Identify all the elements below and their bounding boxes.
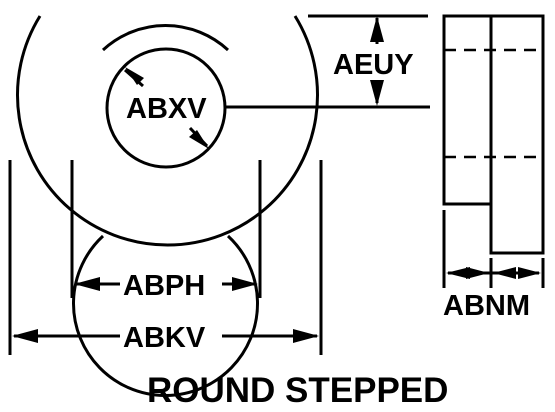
side-view — [442, 14, 545, 255]
front-view — [16, 15, 430, 398]
front-dimensions — [8, 160, 323, 355]
abkv-arrowhead-right — [293, 329, 319, 343]
side-view-large-step — [442, 14, 493, 206]
abnm-arrowhead-left — [446, 267, 470, 279]
caption: ROUND STEPPED — [147, 371, 448, 410]
label-abnm: ABNM — [443, 290, 530, 322]
label-abxv: ABXV — [126, 93, 207, 125]
label-aeuy: AEUY — [333, 49, 414, 81]
abnm-arrowhead-mid-left — [466, 267, 489, 279]
outer-circle — [16, 15, 319, 247]
middle-circle-upper — [101, 24, 230, 52]
aeuy-dimension — [308, 14, 428, 106]
middle-circle — [72, 234, 259, 398]
abnm-dimension — [442, 210, 545, 288]
abph-arrowhead-right — [232, 277, 258, 291]
abnm-arrowhead-right — [518, 267, 541, 279]
aeuy-arrowhead-lower — [370, 80, 384, 106]
label-abph: ABPH — [123, 270, 205, 302]
side-view-small-step — [489, 14, 545, 255]
abkv-arrowhead-left — [12, 329, 38, 343]
aeuy-arrowhead-upper — [370, 16, 384, 42]
label-abkv: ABKV — [123, 322, 206, 354]
abph-arrowhead-left — [74, 277, 100, 291]
abnm-arrowhead-mid-right — [493, 267, 516, 279]
abxv-arrowhead-upper — [125, 67, 144, 85]
abxv-arrowhead-lower — [189, 130, 209, 149]
